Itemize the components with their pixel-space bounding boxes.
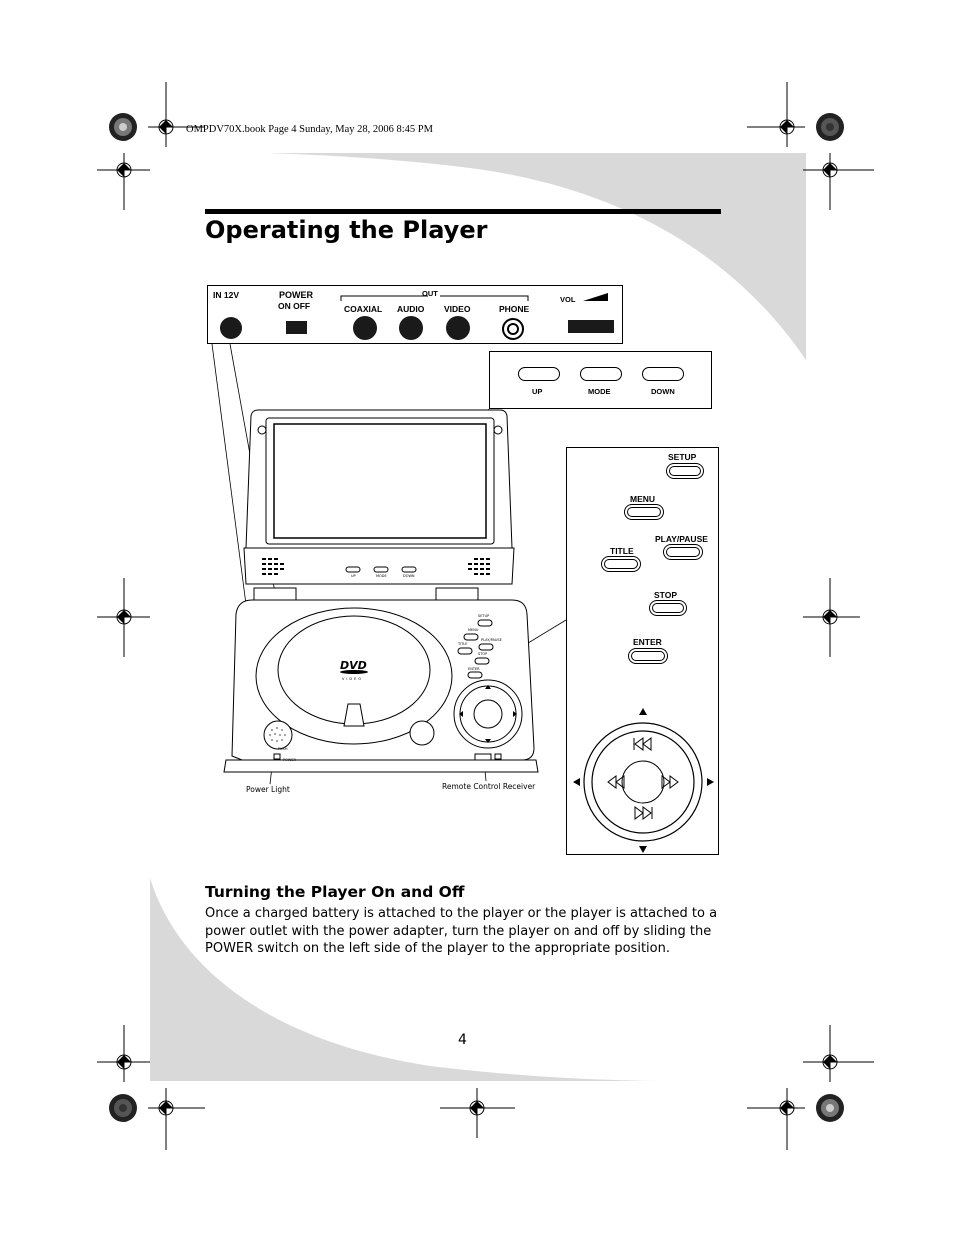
stop-label: STOP [654, 590, 677, 600]
page-number: 4 [458, 1032, 467, 1048]
on-off-label: ON OFF [278, 301, 311, 311]
play-pause-button [663, 544, 703, 560]
dial-ring-icon [583, 722, 703, 842]
remote-receiver-callout: Remote Control Receiver [442, 782, 536, 791]
enter-label: ENTER [633, 637, 662, 647]
menu-label: MENU [630, 494, 656, 504]
small-setup-text: SETUP [478, 614, 489, 618]
coaxial-label: COAXIAL [344, 304, 383, 314]
power-switch [286, 321, 307, 334]
small-menu-text: MENU [468, 628, 479, 632]
side-panel: IN 12V POWER ON OFF OUT COAXIAL AUDIO VI… [207, 285, 623, 344]
phone-jack [502, 318, 524, 340]
dvd-logo-icon: DVD VIDEO [340, 659, 368, 681]
vol-wedge-icon [583, 293, 608, 301]
vol-slider [568, 320, 614, 333]
vol-label: VOL [560, 295, 576, 304]
down-button [642, 367, 684, 381]
up-button [518, 367, 560, 381]
control-panel: SETUP MENU PLAY/PAUSE TITLE STOP ENTER [566, 447, 719, 855]
menu-button [624, 504, 664, 520]
in12v-jack [220, 317, 242, 339]
navigation-dial [573, 708, 714, 853]
enter-button [628, 648, 668, 664]
small-title-text: TITLE [457, 642, 467, 646]
video-jack [446, 316, 470, 340]
down-label: DOWN [651, 387, 675, 396]
small-down-text: DOWN [403, 574, 415, 578]
push-text: PUSH [278, 747, 288, 751]
small-play-pause-text: PLAY/PAUSE [481, 638, 502, 642]
crop-header: OMPDV70X.book Page 4 Sunday, May 28, 200… [186, 124, 433, 135]
title-button [601, 556, 641, 572]
dvd-logo-sub: VIDEO [342, 677, 363, 681]
power-light-text: POWER [283, 758, 297, 762]
audio-label: AUDIO [397, 304, 425, 314]
out-bracket [340, 295, 529, 301]
small-enter-text: ENTER [468, 667, 480, 671]
title-rule [205, 209, 721, 214]
mode-label: MODE [588, 387, 611, 396]
stop-button [649, 600, 687, 616]
section-heading: Turning the Player On and Off [205, 883, 465, 901]
play-pause-label: PLAY/PAUSE [655, 534, 708, 544]
audio-jack [399, 316, 423, 340]
small-stop-text: STOP [478, 652, 487, 656]
setup-label: SETUP [668, 452, 697, 462]
page-title: Operating the Player [205, 216, 488, 244]
up-label: UP [532, 387, 543, 396]
dvd-logo-text: DVD [340, 659, 367, 672]
screen-button-panel: UP MODE DOWN [489, 351, 712, 409]
mode-button [580, 367, 622, 381]
power-light-callout: Power Light [246, 785, 290, 794]
video-label: VIDEO [444, 304, 471, 314]
out-label: OUT [422, 289, 438, 298]
phone-label: PHONE [499, 304, 530, 314]
setup-button [666, 463, 704, 479]
section-body: Once a charged battery is attached to th… [205, 906, 718, 956]
small-up-text: UP [351, 574, 356, 578]
in12v-label: IN 12V [213, 290, 239, 300]
player-illustration: DVD VIDEO PUSH POWER UP MODE DOWN SETUP … [223, 409, 539, 773]
title-label: TITLE [610, 546, 634, 556]
power-label: POWER [279, 290, 314, 300]
coaxial-jack [353, 316, 377, 340]
small-mode-text: MODE [376, 574, 387, 578]
